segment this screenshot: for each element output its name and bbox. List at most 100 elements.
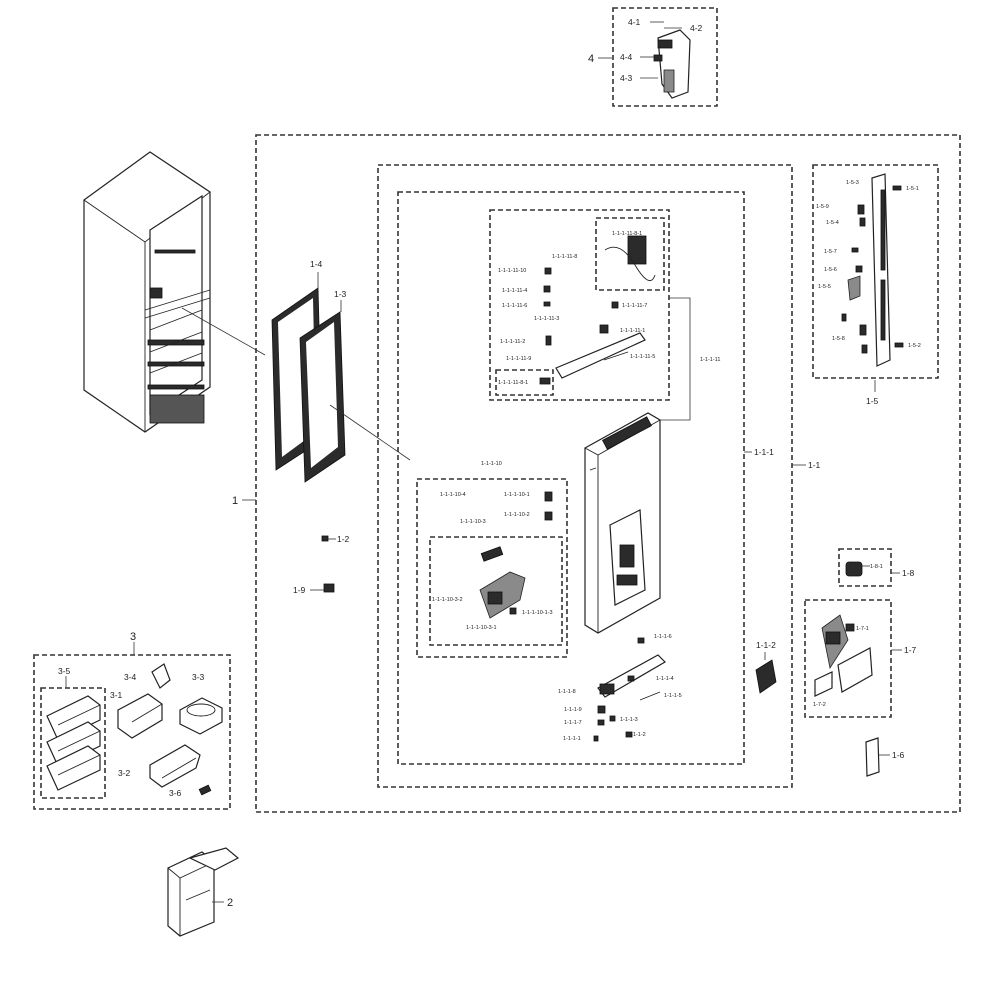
label-1-1-1-5: 1-1-1-5 [664, 693, 682, 699]
label-1-1-1-7: 1-1-1-7 [564, 720, 582, 726]
part-1-7 [814, 614, 873, 697]
part-3-3 [179, 697, 223, 735]
label-1-1-1-11-2: 1-1-1-11-2 [500, 339, 525, 345]
label-1-1-1-11-8: 1-1-1-11-8 [552, 254, 577, 260]
label-1-1-1-11-9: 1-1-1-11-9 [506, 356, 531, 362]
part-1-5 [841, 173, 904, 367]
label-1-1-1-10-2: 1-1-1-10-2 [504, 512, 530, 518]
box-assembly-1-1 [377, 164, 793, 788]
label-3-5: 3-5 [58, 666, 71, 676]
box-assembly-1-1-1 [397, 191, 745, 765]
box-assembly-1-1-1-11-8 [595, 217, 665, 291]
door-panel-1-1-1 [584, 412, 661, 634]
label-1-1-1-11-7: 1-1-1-11-7 [622, 303, 647, 309]
refrigerator-cabinet [83, 151, 211, 433]
label-1-1-1-11-8-1: 1-1-1-11-8-1 [612, 231, 642, 237]
label-1-1-1-10-4: 1-1-1-10-4 [440, 492, 466, 498]
label-1-1-1-9: 1-1-1-9 [564, 707, 582, 713]
label-1-9: 1-9 [293, 585, 306, 595]
label-1-7-2: 1-7-2 [813, 702, 826, 708]
part-1-9 [323, 583, 335, 593]
door-gasket-1-3 [299, 311, 346, 483]
label-1-1-1-10-3-2: 1-1-1-10-3-2 [432, 597, 463, 603]
label-1-5-3: 1-5-3 [846, 180, 859, 186]
label-4: 4 [588, 53, 594, 65]
label-1-5-4: 1-5-4 [826, 220, 839, 226]
part-3-6 [198, 784, 212, 796]
part-1-1-2 [755, 659, 777, 694]
label-3-2: 3-2 [118, 768, 131, 778]
label-1-5-9: 1-5-9 [816, 204, 829, 210]
label-1-3: 1-3 [334, 289, 347, 299]
label-1-1-1-11-8-1-b: 1-1-1-11-8-1 [498, 380, 528, 386]
label-3-3: 3-3 [192, 672, 205, 682]
label-4-1: 4-1 [628, 17, 641, 27]
label-1-2: 1-2 [337, 534, 350, 544]
box-assembly-1-8 [838, 548, 892, 587]
label-1-1-1-1: 1-1-1-1 [563, 736, 581, 742]
label-1-1-1-10-1: 1-1-1-10-1 [504, 492, 530, 498]
box-assembly-1 [255, 134, 961, 813]
leader-lines [65, 21, 902, 903]
label-1: 1 [232, 495, 238, 507]
label-4-2: 4-2 [690, 23, 703, 33]
label-1-8-1: 1-8-1 [870, 564, 883, 570]
box-assembly-3-5 [40, 687, 106, 799]
label-1-1-1-11-6: 1-1-1-11-6 [502, 303, 527, 309]
label-1-1-1: 1-1-1 [754, 447, 774, 457]
label-1-1-1-11-4: 1-1-1-11-4 [502, 288, 527, 294]
part-1-8 [845, 561, 863, 577]
label-1-5-5: 1-5-5 [818, 284, 831, 290]
part-1-1-1-11 [539, 235, 656, 385]
part-3-1 [117, 693, 163, 739]
label-1-1-1-11-3: 1-1-1-11-3 [534, 316, 559, 322]
part-2 [167, 847, 240, 937]
label-1-8: 1-8 [902, 568, 915, 578]
label-1-5-2: 1-5-2 [908, 343, 921, 349]
label-1-1-1-4: 1-1-1-4 [656, 676, 674, 682]
part-1-2 [321, 535, 329, 542]
box-assembly-1-5 [812, 164, 939, 379]
label-1-1-1-10-1-3: 1-1-1-10-1-3 [522, 610, 553, 616]
label-3: 3 [130, 631, 136, 643]
label-1-5: 1-5 [866, 396, 879, 406]
part-1-1-1-lower [593, 637, 666, 742]
label-4-4: 4-4 [620, 52, 633, 62]
label-1-1-1-11-10: 1-1-1-11-10 [498, 268, 526, 274]
label-1-6: 1-6 [892, 750, 905, 760]
label-1-5-1: 1-5-1 [906, 186, 919, 192]
label-1-7: 1-7 [904, 645, 917, 655]
box-assembly-1-1-1-10-3 [429, 536, 563, 646]
label-1-1-1-10-3: 1-1-1-10-3 [460, 519, 486, 525]
label-1-1-1-10-3-1: 1-1-1-10-3-1 [466, 625, 497, 631]
label-1-4: 1-4 [310, 259, 323, 269]
part-1-6 [865, 737, 880, 777]
part-3-2 [149, 744, 201, 788]
label-1-1-1-11-5: 1-1-1-11-5 [630, 354, 655, 360]
part-4 [653, 29, 691, 99]
part-1-1-1-10 [479, 491, 553, 619]
box-assembly-4 [612, 7, 718, 107]
label-1-1-1-8: 1-1-1-8 [558, 689, 576, 695]
label-1-1-1-11-1: 1-1-1-11-1 [620, 328, 645, 334]
label-3-1: 3-1 [110, 690, 123, 700]
part-3-5 [46, 695, 101, 791]
part-3-4 [151, 663, 171, 689]
label-1-1-1-3: 1-1-1-3 [620, 717, 638, 723]
label-1-5-8: 1-5-8 [832, 336, 845, 342]
label-2: 2 [227, 897, 233, 909]
box-assembly-1-1-1-10 [416, 478, 568, 658]
label-1-1-1-10: 1-1-1-10 [481, 461, 502, 467]
box-assembly-1-7 [804, 599, 892, 718]
label-1-5-7: 1-5-7 [824, 249, 837, 255]
label-1-1-1-11: 1-1-1-11 [700, 357, 720, 363]
label-1-1-2: 1-1-2 [756, 640, 776, 650]
label-1-7-1: 1-7-1 [856, 626, 869, 632]
box-assembly-1-1-1-11-8-1 [495, 369, 554, 396]
label-4-3: 4-3 [620, 73, 633, 83]
label-1-1-1-2: 1-1-1-2 [628, 732, 646, 738]
label-1-1: 1-1 [808, 460, 821, 470]
label-1-5-6: 1-5-6 [824, 267, 837, 273]
label-3-6: 3-6 [169, 788, 182, 798]
